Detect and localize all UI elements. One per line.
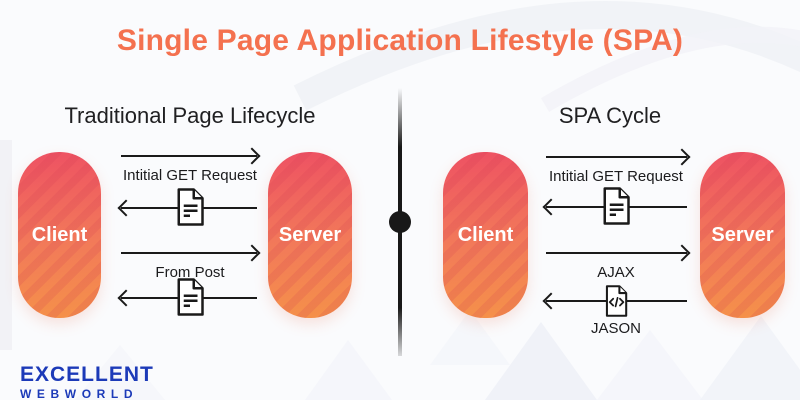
arrow-right-icon: [546, 252, 687, 254]
logo-line1: EXCELLENT: [20, 363, 154, 386]
flow-label-from-post: From Post: [155, 264, 225, 281]
flow-label-initial-get-request: Intitial GET Request: [549, 168, 683, 185]
document-icon: [177, 278, 204, 316]
section-heading-spa: SPA Cycle: [558, 103, 662, 128]
client-node-label: Client: [457, 223, 514, 246]
document-icon: [177, 188, 204, 226]
server-node: Server: [268, 152, 352, 318]
divider-dot: [389, 211, 411, 233]
server-node: Server: [700, 152, 785, 318]
page-title: Single Page Application Lifestyle (SPA): [116, 24, 684, 57]
flow-label-jason: JASON: [590, 320, 641, 337]
arrow-right-icon: [121, 252, 257, 254]
logo-line2: WEBWORLD: [20, 387, 139, 400]
document-icon: [603, 187, 630, 225]
flow-label-initial-get-request: Intitial GET Request: [123, 167, 257, 184]
client-node: Client: [18, 152, 101, 318]
client-node: Client: [443, 152, 528, 318]
client-node-label: Client: [31, 223, 88, 246]
arrow-right-icon: [121, 155, 257, 157]
logo: EXCELLENT WEBWORLD: [20, 364, 154, 400]
code-file-icon: [605, 285, 628, 317]
server-node-label: Server: [278, 223, 342, 246]
arrow-right-icon: [546, 156, 687, 158]
flow-label-ajax: AJAX: [597, 264, 635, 281]
server-node-label: Server: [711, 223, 774, 246]
section-heading-traditional: Traditional Page Lifecycle: [64, 103, 316, 128]
